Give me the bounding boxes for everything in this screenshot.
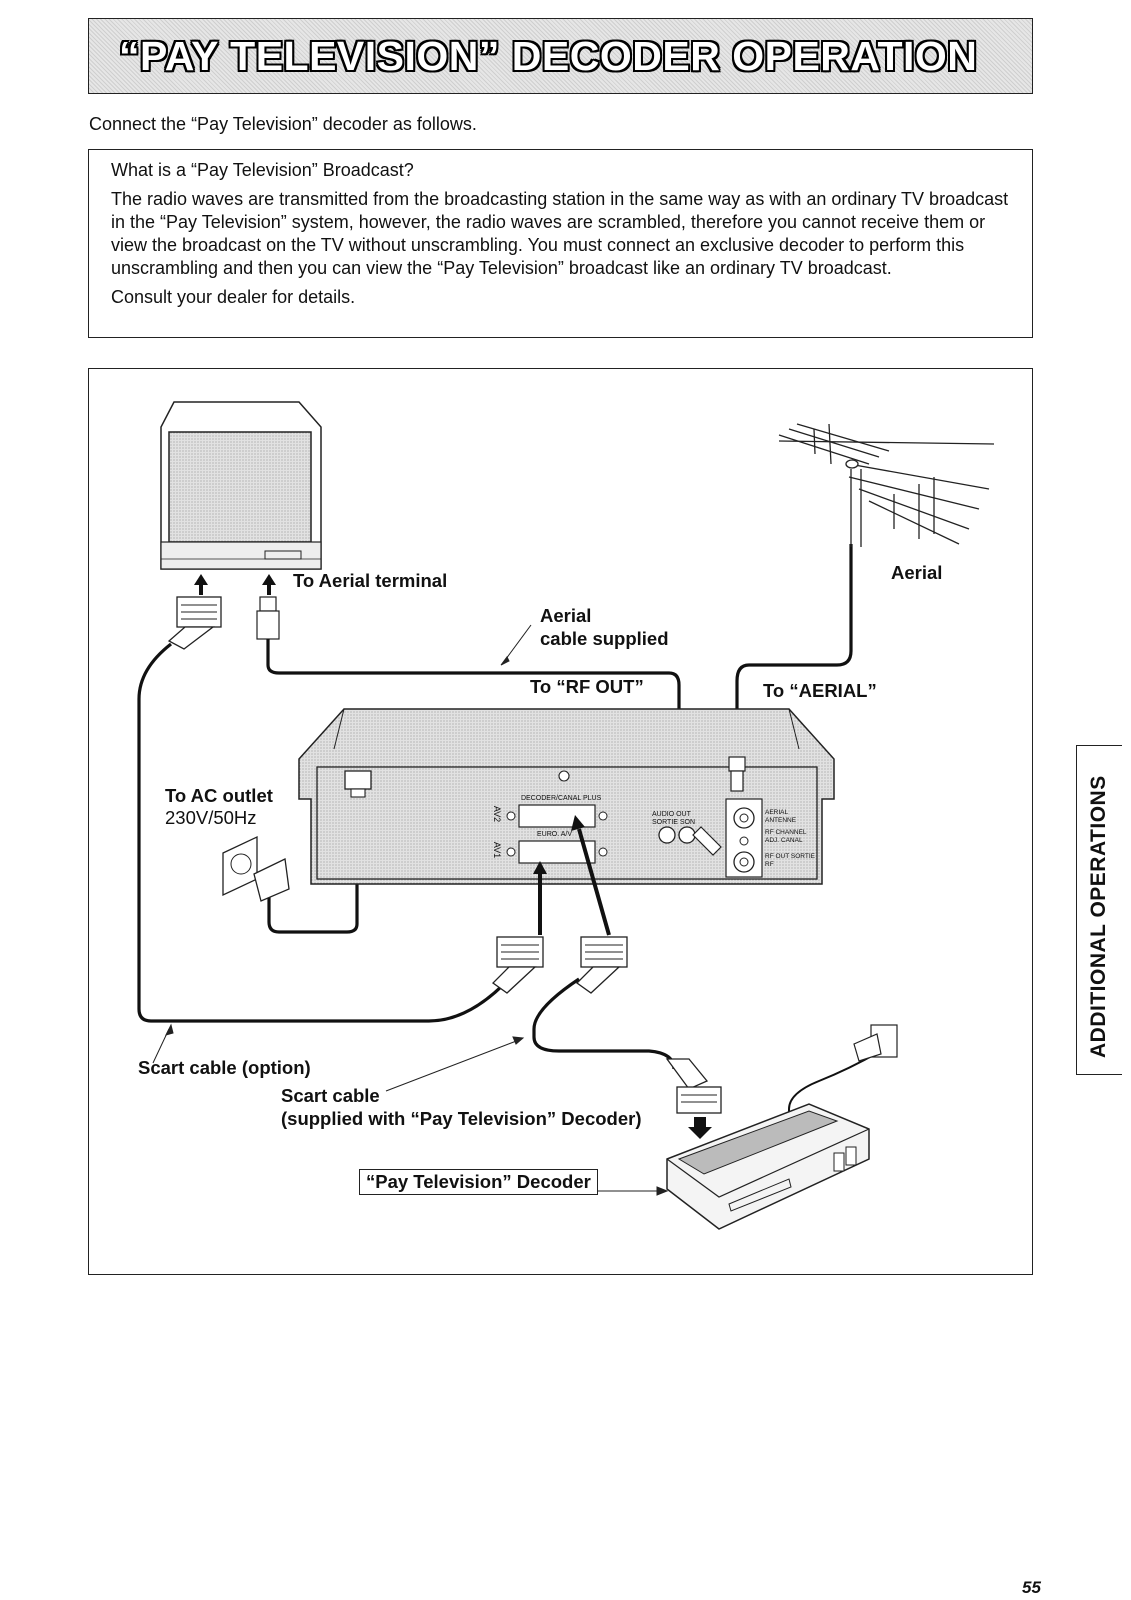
cables: [137, 544, 880, 1139]
panel-label-rf-out: RF OUT SORTIE RF: [765, 853, 815, 868]
tv-set: [160, 401, 322, 570]
page-title: “PAY TELEVISION” DECODER OPERATION: [119, 33, 978, 79]
panel-label-av1: AV1: [492, 841, 503, 859]
info-footer: Consult your dealer for details.: [111, 287, 356, 307]
page-number: 55: [1022, 1578, 1041, 1597]
scart-plug-decoder: [665, 1058, 722, 1139]
label-scart-supplied-1: Scart cable: [281, 1085, 380, 1106]
wall-socket: [222, 835, 290, 902]
info-box: What is a “Pay Television” Broadcast? Th…: [88, 149, 1033, 338]
label-ac-outlet-1: To AC outlet: [165, 785, 273, 806]
label-scart-supplied-2: (supplied with “Pay Television” Decoder): [281, 1108, 642, 1129]
panel-label-sortie-son: SORTIE SON: [652, 819, 696, 826]
aerial-antenna: [778, 423, 995, 547]
pointer-lines: [152, 624, 669, 1196]
panel-label-audio-out: AUDIO OUT: [652, 811, 691, 818]
scart-plug-option: [491, 936, 544, 994]
label-to-rf-out: To “RF OUT”: [530, 676, 644, 697]
panel-label-euro: EURO. A/V: [537, 831, 573, 838]
decoder-box: [666, 1103, 870, 1230]
decoder-wall-socket: [853, 1024, 898, 1062]
label-aerial-cable-1: Aerial: [540, 605, 592, 626]
panel-label-av2: AV2: [492, 805, 503, 823]
label-to-aerial-terminal: To Aerial terminal: [293, 570, 448, 591]
panel-label-decoder: DECODER/CANAL PLUS: [521, 795, 602, 802]
label-aerial-cable-2: cable supplied: [540, 628, 669, 649]
scart-plug-tv: [167, 596, 222, 650]
intro-text: Connect the “Pay Television” decoder as …: [89, 114, 477, 134]
label-decoder: “Pay Television” Decoder: [359, 1169, 598, 1195]
title-banner: “PAY TELEVISION” DECODER OPERATION: [88, 18, 1033, 94]
scart-plug-supplied: [575, 936, 628, 994]
panel-label-aerial: AERIAL ANTENNE: [765, 809, 797, 824]
aerial-plug-vcr: [692, 756, 746, 856]
label-ac-outlet-2: 230V/50Hz: [165, 807, 257, 828]
section-tab-label: ADDITIONAL OPERATIONS: [1087, 775, 1110, 1058]
arrow-up-icon: [194, 574, 276, 595]
connection-diagram: DECODER/CANAL PLUS EURO. A/V AUDIO OUT S…: [88, 368, 1033, 1275]
section-tab: ADDITIONAL OPERATIONS: [1076, 745, 1122, 1075]
info-body: The radio waves are transmitted from the…: [111, 189, 1009, 278]
diagram-artwork: [137, 401, 995, 1230]
label-scart-option: Scart cable (option): [138, 1057, 311, 1078]
label-aerial: Aerial: [891, 562, 943, 583]
panel-label-rf-channel: RF CHANNEL ADJ. CANAL: [765, 829, 807, 844]
label-to-aerial-socket: To “AERIAL”: [763, 680, 877, 701]
info-heading: What is a “Pay Television” Broadcast?: [111, 160, 414, 180]
scart-arrows: [533, 815, 611, 936]
aerial-plug-tv: [256, 596, 280, 640]
